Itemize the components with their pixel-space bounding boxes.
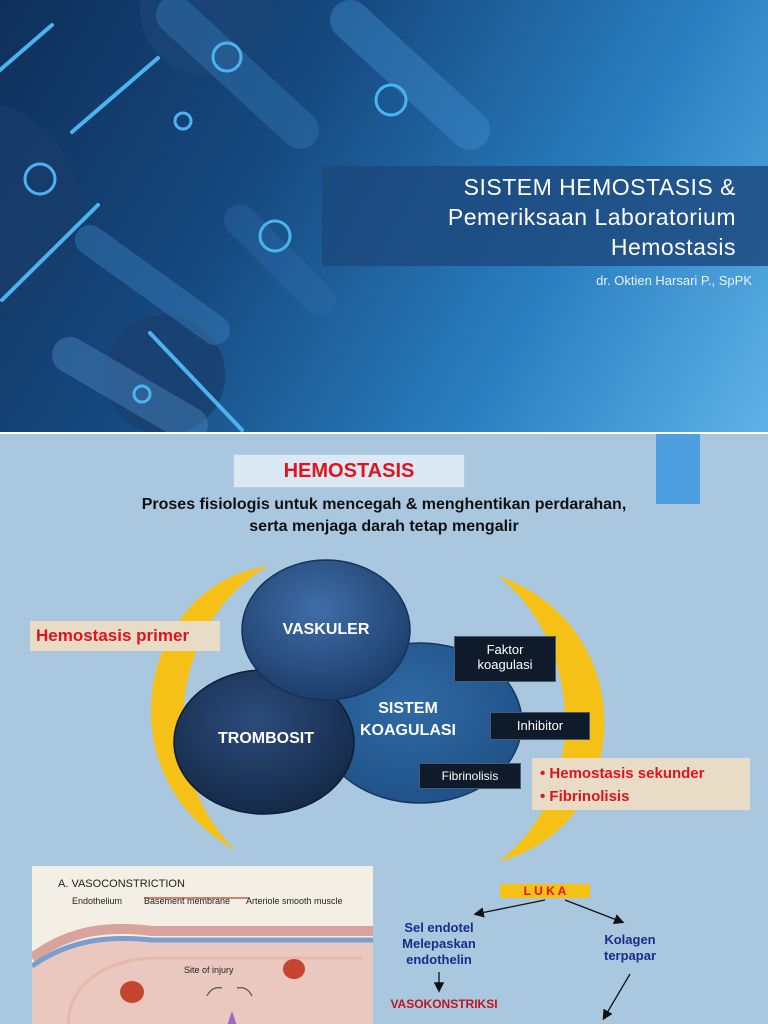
definition-line-1: Proses fisiologis untuk mencegah & mengh… — [141, 496, 627, 513]
vaskuler-circle — [241, 559, 411, 701]
title-slide: SISTEM HEMOSTASIS & Pemeriksaan Laborato… — [0, 0, 768, 432]
sel-endotel-line-1: Sel endotel — [404, 920, 474, 935]
hemostasis-primer-label: Hemostasis primer — [30, 621, 220, 651]
flow-arrows — [433, 899, 631, 1021]
title-line-1: SISTEM HEMOSTASIS & — [463, 174, 736, 200]
trombosit-label: TROMBOSIT — [218, 730, 314, 747]
vaskuler-label: VASKULER — [282, 621, 370, 638]
panel-label: A. VASOCONSTRICTION — [58, 878, 185, 890]
sekunder-item-1: Hemostasis sekunder — [549, 765, 705, 782]
sekunder-item-2: Fibrinolisis — [549, 788, 630, 805]
sel-endotel-line-3: endothelin — [406, 952, 472, 967]
koagulasi-label: KOAGULASI — [360, 722, 456, 739]
faktor-line-2: koagulasi — [477, 657, 533, 672]
definition-line-2: serta menjaga darah tetap mengalir — [249, 518, 519, 535]
luka-label: L U K A — [500, 884, 590, 898]
corner-accent — [656, 434, 700, 504]
sel-endotel-line-2: Melepaskan — [402, 936, 476, 951]
slide-heading: HEMOSTASIS — [233, 454, 465, 488]
kolagen-line-1: Kolagen — [604, 932, 656, 947]
title-band: SISTEM HEMOSTASIS & Pemeriksaan Laborato… — [322, 166, 768, 266]
slide-divider — [0, 432, 768, 434]
hemostasis-sekunder-list: • Hemostasis sekunder • Fibrinolisis — [532, 758, 750, 810]
fibrinolisis-box: Fibrinolisis — [419, 763, 521, 789]
list-item: • Fibrinolisis — [540, 788, 630, 805]
endothelium-label: Endothelium — [72, 896, 123, 906]
kolagen-line-2: terpapar — [603, 948, 657, 963]
sistem-label: SISTEM — [378, 700, 438, 717]
hemostasis-slide: HEMOSTASIS Proses fisiologis untuk mence… — [0, 434, 768, 1024]
vessel-illustration — [32, 897, 373, 1024]
faktor-koagulasi-box: Faktor koagulasi — [454, 636, 556, 682]
vasoconstriction-figure: A. VASOCONSTRICTION Endothelium Basement… — [32, 866, 373, 1024]
title-line-2: Pemeriksaan Laboratorium — [447, 204, 736, 230]
inhibitor-box: Inhibitor — [490, 712, 590, 740]
faktor-line-1: Faktor — [486, 642, 524, 657]
list-item: • Hemostasis sekunder — [540, 765, 705, 782]
vasokonstriksi-label: VASOKONSTRIKSI — [390, 997, 498, 1011]
author-name: dr. Oktien Harsari P., SpPK — [596, 273, 752, 288]
site-of-injury-label: Site of injury — [184, 965, 234, 975]
title-line-3: Hemostasis — [610, 234, 736, 260]
basement-membrane-label: Basement membrane — [144, 896, 231, 906]
arteriole-smooth-muscle-label: Arteriole smooth muscle — [246, 896, 343, 906]
decorative-shapes — [0, 0, 490, 432]
